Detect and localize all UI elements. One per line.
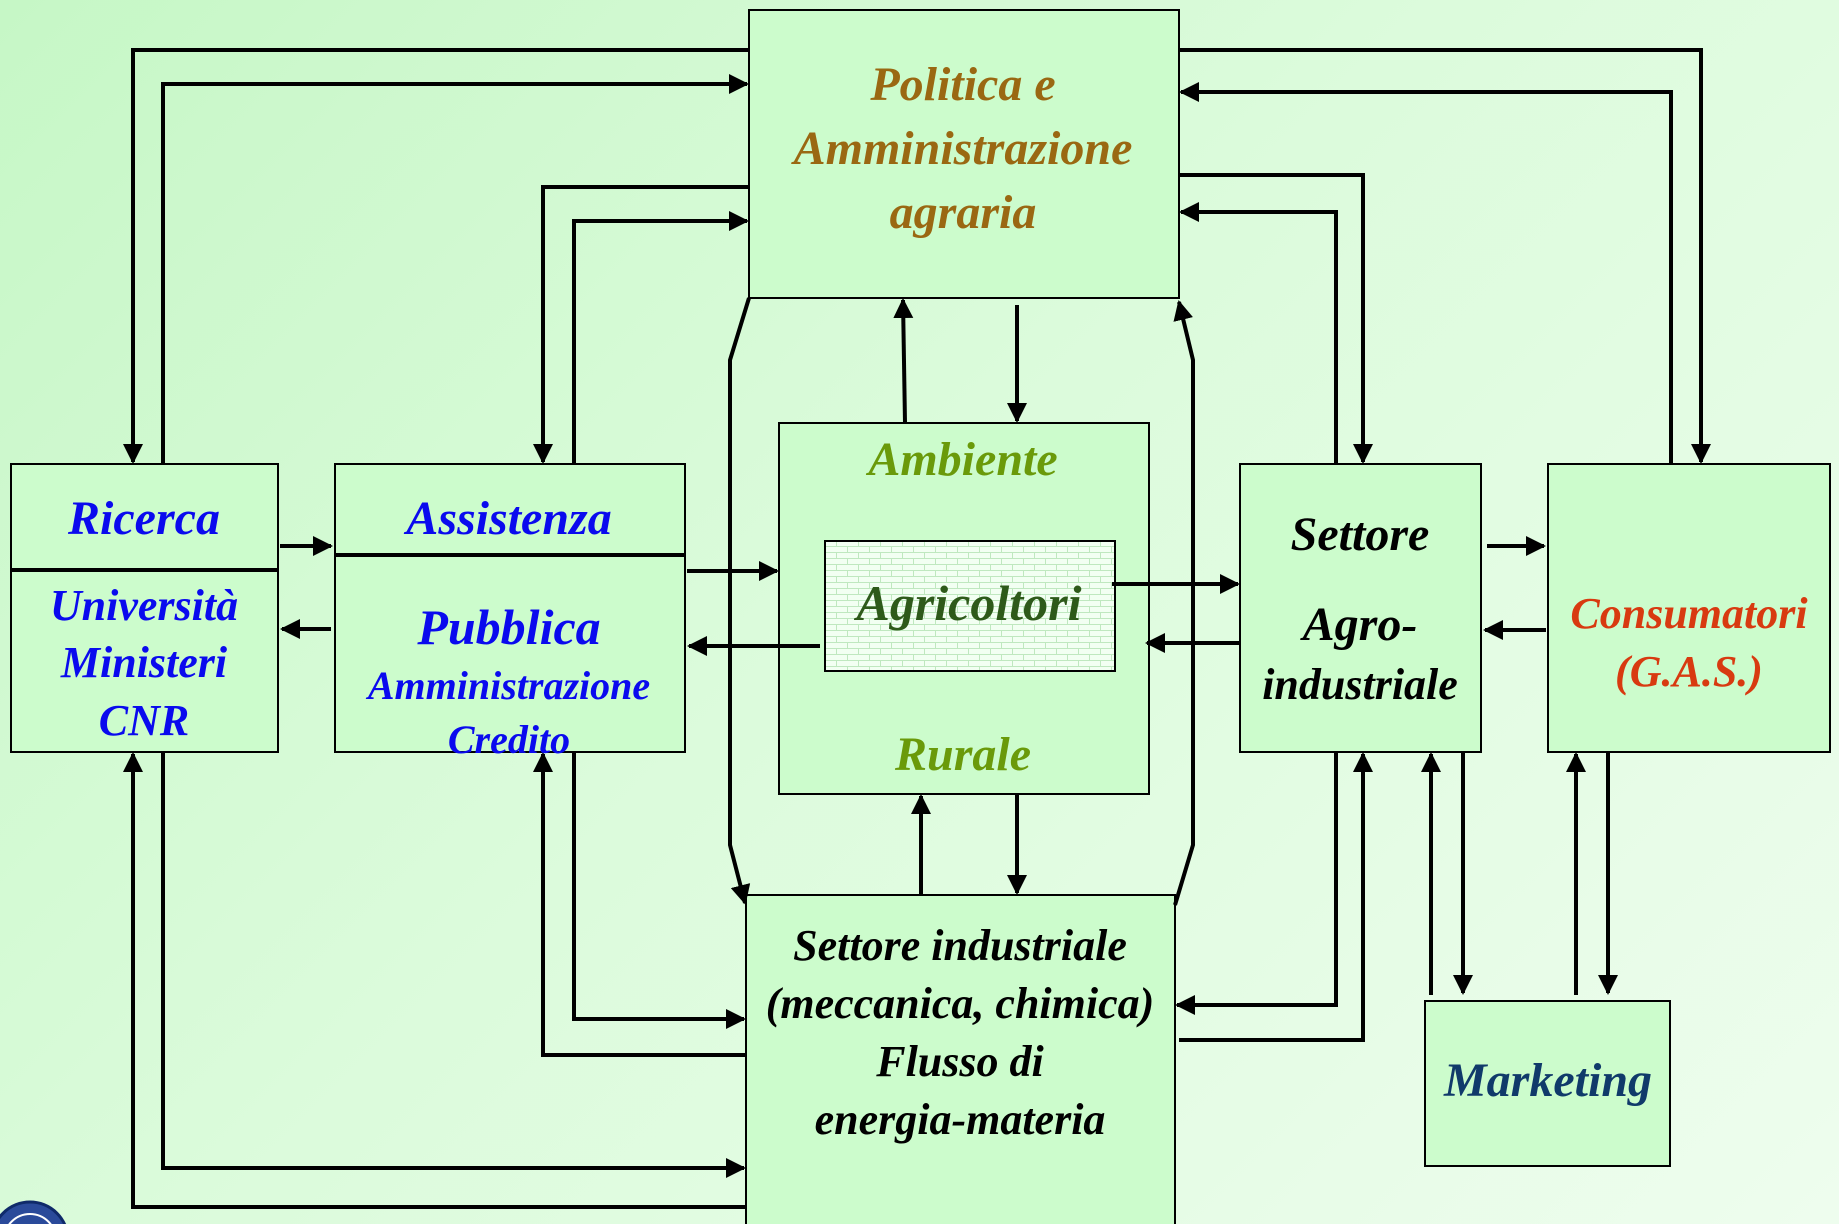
- arrow-ricerca-to-settore-industriale: [161, 752, 746, 1178]
- politica-box: [748, 9, 1180, 299]
- settore-industriale-box: [745, 894, 1176, 1224]
- arrow-ricerca-to-politica: [161, 74, 749, 464]
- ricerca-title: Ricerca: [67, 492, 220, 545]
- settore-industriale-line3: Flusso di: [875, 1037, 1044, 1086]
- rurale-label: Rurale: [894, 728, 1031, 781]
- arrow-assistenza-to-settore-industriale: [572, 752, 746, 1029]
- agricoltori-box: [824, 540, 1116, 672]
- arrow-politica-to-assistenza: [533, 185, 749, 464]
- marketing-label: Marketing: [1443, 1054, 1652, 1107]
- university-seal-icon: [0, 1200, 67, 1224]
- arrow-settore-industriale-to-assistenza: [533, 752, 746, 1057]
- arrow-politica-to-settore-agro: [1179, 173, 1373, 464]
- settore-agro-line3: industriale: [1262, 660, 1458, 709]
- ambiente-label: Ambiente: [865, 433, 1057, 486]
- consumatori-box: [1547, 463, 1831, 753]
- arrow-settore-industriale-to-settore-agro: [1179, 752, 1373, 1042]
- consumatori-line1: Consumatori: [1570, 589, 1808, 638]
- ricerca-line1: Università: [50, 581, 238, 630]
- arrow-ambiente-to-politica: [893, 298, 914, 424]
- politica-label-line1: Politica e: [869, 58, 1055, 111]
- settore-agro-box: [1239, 463, 1482, 753]
- arrow-settore-industriale-to-ricerca: [123, 752, 746, 1209]
- ricerca-line2: Ministeri: [60, 638, 228, 687]
- arrow-assistenza-to-politica: [572, 211, 749, 464]
- arrow-consumatori-to-politica: [1179, 82, 1673, 464]
- arrow-politica-to-ricerca: [123, 48, 749, 464]
- ricerca-line3: CNR: [99, 696, 189, 745]
- settore-agro-line2: Agro-: [1300, 598, 1418, 651]
- marketing-box: [1424, 1000, 1671, 1167]
- settore-industriale-line2: (meccanica, chimica): [766, 979, 1155, 1028]
- agricoltori-label: Agricoltori: [853, 575, 1081, 631]
- arrow-settore-industriale-to-politica: [1173, 300, 1195, 906]
- politica-label-line3: agraria: [890, 186, 1037, 239]
- assistenza-box: [334, 463, 686, 753]
- assistenza-line1: Pubblica: [416, 599, 600, 655]
- settore-industriale-line4: energia-materia: [815, 1095, 1106, 1144]
- politica-label-line2: Amministrazione: [791, 122, 1133, 175]
- arrow-settore-agro-to-politica: [1179, 202, 1338, 464]
- consumatori-line2: (G.A.S.): [1615, 647, 1763, 696]
- ricerca-box: [10, 463, 279, 753]
- arrow-politica-to-consumatori: [1179, 48, 1711, 464]
- arrow-settore-agro-to-settore-industriale: [1175, 752, 1338, 1015]
- assistenza-title: Assistenza: [403, 492, 611, 545]
- arrow-politica-to-settore-industriale: [728, 297, 751, 905]
- assistenza-line2: Amministrazione: [365, 663, 650, 708]
- settore-agro-line1: Settore: [1291, 508, 1430, 561]
- settore-industriale-line1: Settore industriale: [793, 921, 1127, 970]
- assistenza-line3: Credito: [448, 717, 570, 762]
